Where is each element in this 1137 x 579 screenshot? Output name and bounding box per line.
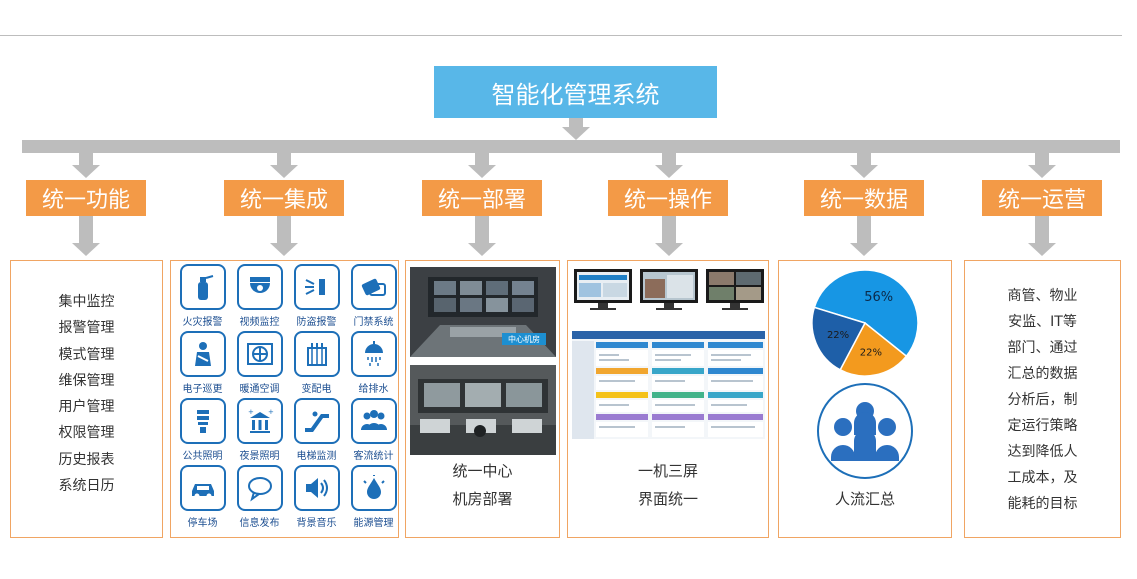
integration-item-background-music: 背景音乐 (288, 465, 345, 532)
operation-line: 界面统一 (637, 490, 698, 508)
fire-extinguisher-icon (179, 264, 226, 310)
operations-line: 商管、物业 (1007, 288, 1078, 304)
three-monitors-image (574, 269, 764, 310)
night-lighting-icon: ++ (236, 398, 283, 444)
energy-drop-icon (350, 465, 397, 511)
integration-item-energy: 能源管理 (345, 465, 402, 532)
patrol-guard-icon (179, 331, 226, 377)
integration-item-burglar-alarm: 防盗报警 (288, 264, 345, 331)
integration-item-water: 给排水 (345, 331, 402, 398)
pie-label-0: 56% (864, 290, 893, 305)
integration-item-parking: 停车场 (174, 465, 231, 532)
panel-operation: 一机三屏 界面统一 (567, 260, 769, 538)
monitoring-center-photo (410, 365, 556, 455)
people-flow-pie-chart: 56% 22% 22% (811, 269, 919, 377)
operations-line: 达到降低人 (1007, 444, 1078, 460)
operations-line: 部门、通过 (1007, 340, 1078, 356)
function-item: 维保管理 (58, 372, 115, 389)
speech-bubble-icon (236, 465, 283, 511)
data-caption: 人流汇总 (834, 490, 895, 508)
escalator-icon (293, 398, 340, 444)
function-item: 报警管理 (58, 320, 115, 337)
speaker-icon (293, 465, 340, 511)
category-unified-deployment: 统一部署 (422, 180, 542, 216)
svg-text:+: + (268, 408, 274, 416)
people-group-icon (817, 383, 913, 479)
panel-integration-grid: 火灾报警 视频监控 防盗报警 门禁系统 电子巡更 暖通空调 变配电 给排水 (170, 260, 399, 538)
panel-operations-text: 商管、物业 安监、IT等 部门、通过 汇总的数据 分析后，制 定运行策略 达到降… (964, 260, 1121, 538)
function-item: 用户管理 (58, 399, 115, 416)
panel-deployment: 中心机房 统一中心 机房部署 (405, 260, 560, 538)
alarm-siren-icon (293, 264, 340, 310)
title-arrow-head (562, 127, 590, 140)
function-item: 权限管理 (58, 425, 115, 442)
integration-item-access: 门禁系统 (345, 264, 402, 331)
pie-label-2: 22% (827, 330, 849, 341)
dome-camera-icon (236, 264, 283, 310)
photo-label: 中心机房 (508, 334, 540, 344)
pie-slice-2 (811, 306, 867, 371)
category-unified-data: 统一数据 (804, 180, 924, 216)
light-bulb-icon (179, 398, 226, 444)
access-card-icon (350, 264, 397, 310)
function-item: 历史报表 (58, 451, 115, 468)
transformer-icon (293, 331, 340, 377)
category-unified-integration: 统一集成 (224, 180, 344, 216)
title-arrow-shaft (569, 118, 583, 128)
panel-data: 56% 22% 22% 人流汇总 (778, 260, 952, 538)
category-unified-operations: 统一运营 (982, 180, 1102, 216)
hvac-fan-icon (236, 331, 283, 377)
operation-line: 一机三屏 (637, 462, 698, 480)
function-item: 集中监控 (58, 294, 115, 310)
function-item: 模式管理 (58, 346, 115, 363)
function-item: 系统日历 (58, 478, 115, 495)
pie-slice-1 (839, 321, 908, 377)
control-room-photo: 中心机房 (410, 267, 556, 357)
integration-item-video: 视频监控 (231, 264, 288, 331)
diagram-title: 智能化管理系统 (434, 66, 717, 118)
category-unified-operation: 统一操作 (608, 180, 728, 216)
operations-line: 安监、IT等 (1008, 314, 1077, 330)
category-unified-function: 统一功能 (26, 180, 146, 216)
deployment-line: 机房部署 (452, 490, 513, 508)
panel-function-list: 集中监控 报警管理 模式管理 维保管理 用户管理 权限管理 历史报表 系统日历 (10, 260, 163, 538)
integration-item-elevator: 电梯监测 (288, 398, 345, 465)
dashboard-screenshot-image (572, 331, 765, 439)
operations-line: 工成本，及 (1007, 470, 1078, 486)
pie-slice-0 (813, 269, 919, 358)
operations-line: 定运行策略 (1007, 418, 1078, 434)
integration-item-hvac: 暖通空调 (231, 331, 288, 398)
shower-water-icon (350, 331, 397, 377)
integration-item-night-lighting: ++ 夜景照明 (231, 398, 288, 465)
integration-item-fire-alarm: 火灾报警 (174, 264, 231, 331)
parking-car-icon (179, 465, 226, 511)
integration-item-patrol: 电子巡更 (174, 331, 231, 398)
svg-text:+: + (248, 408, 254, 416)
integration-item-traffic-stats: 客流统计 (345, 398, 402, 465)
pie-label-1: 22% (860, 348, 882, 359)
top-divider (0, 35, 1122, 36)
deployment-line: 统一中心 (452, 462, 513, 480)
operations-line: 分析后，制 (1007, 392, 1078, 408)
people-count-icon (350, 398, 397, 444)
operations-line: 能耗的目标 (1007, 496, 1078, 512)
integration-item-power: 变配电 (288, 331, 345, 398)
integration-item-public-lighting: 公共照明 (174, 398, 231, 465)
operations-line: 汇总的数据 (1007, 366, 1078, 382)
integration-item-info-release: 信息发布 (231, 465, 288, 532)
connector-bar (22, 140, 1120, 153)
